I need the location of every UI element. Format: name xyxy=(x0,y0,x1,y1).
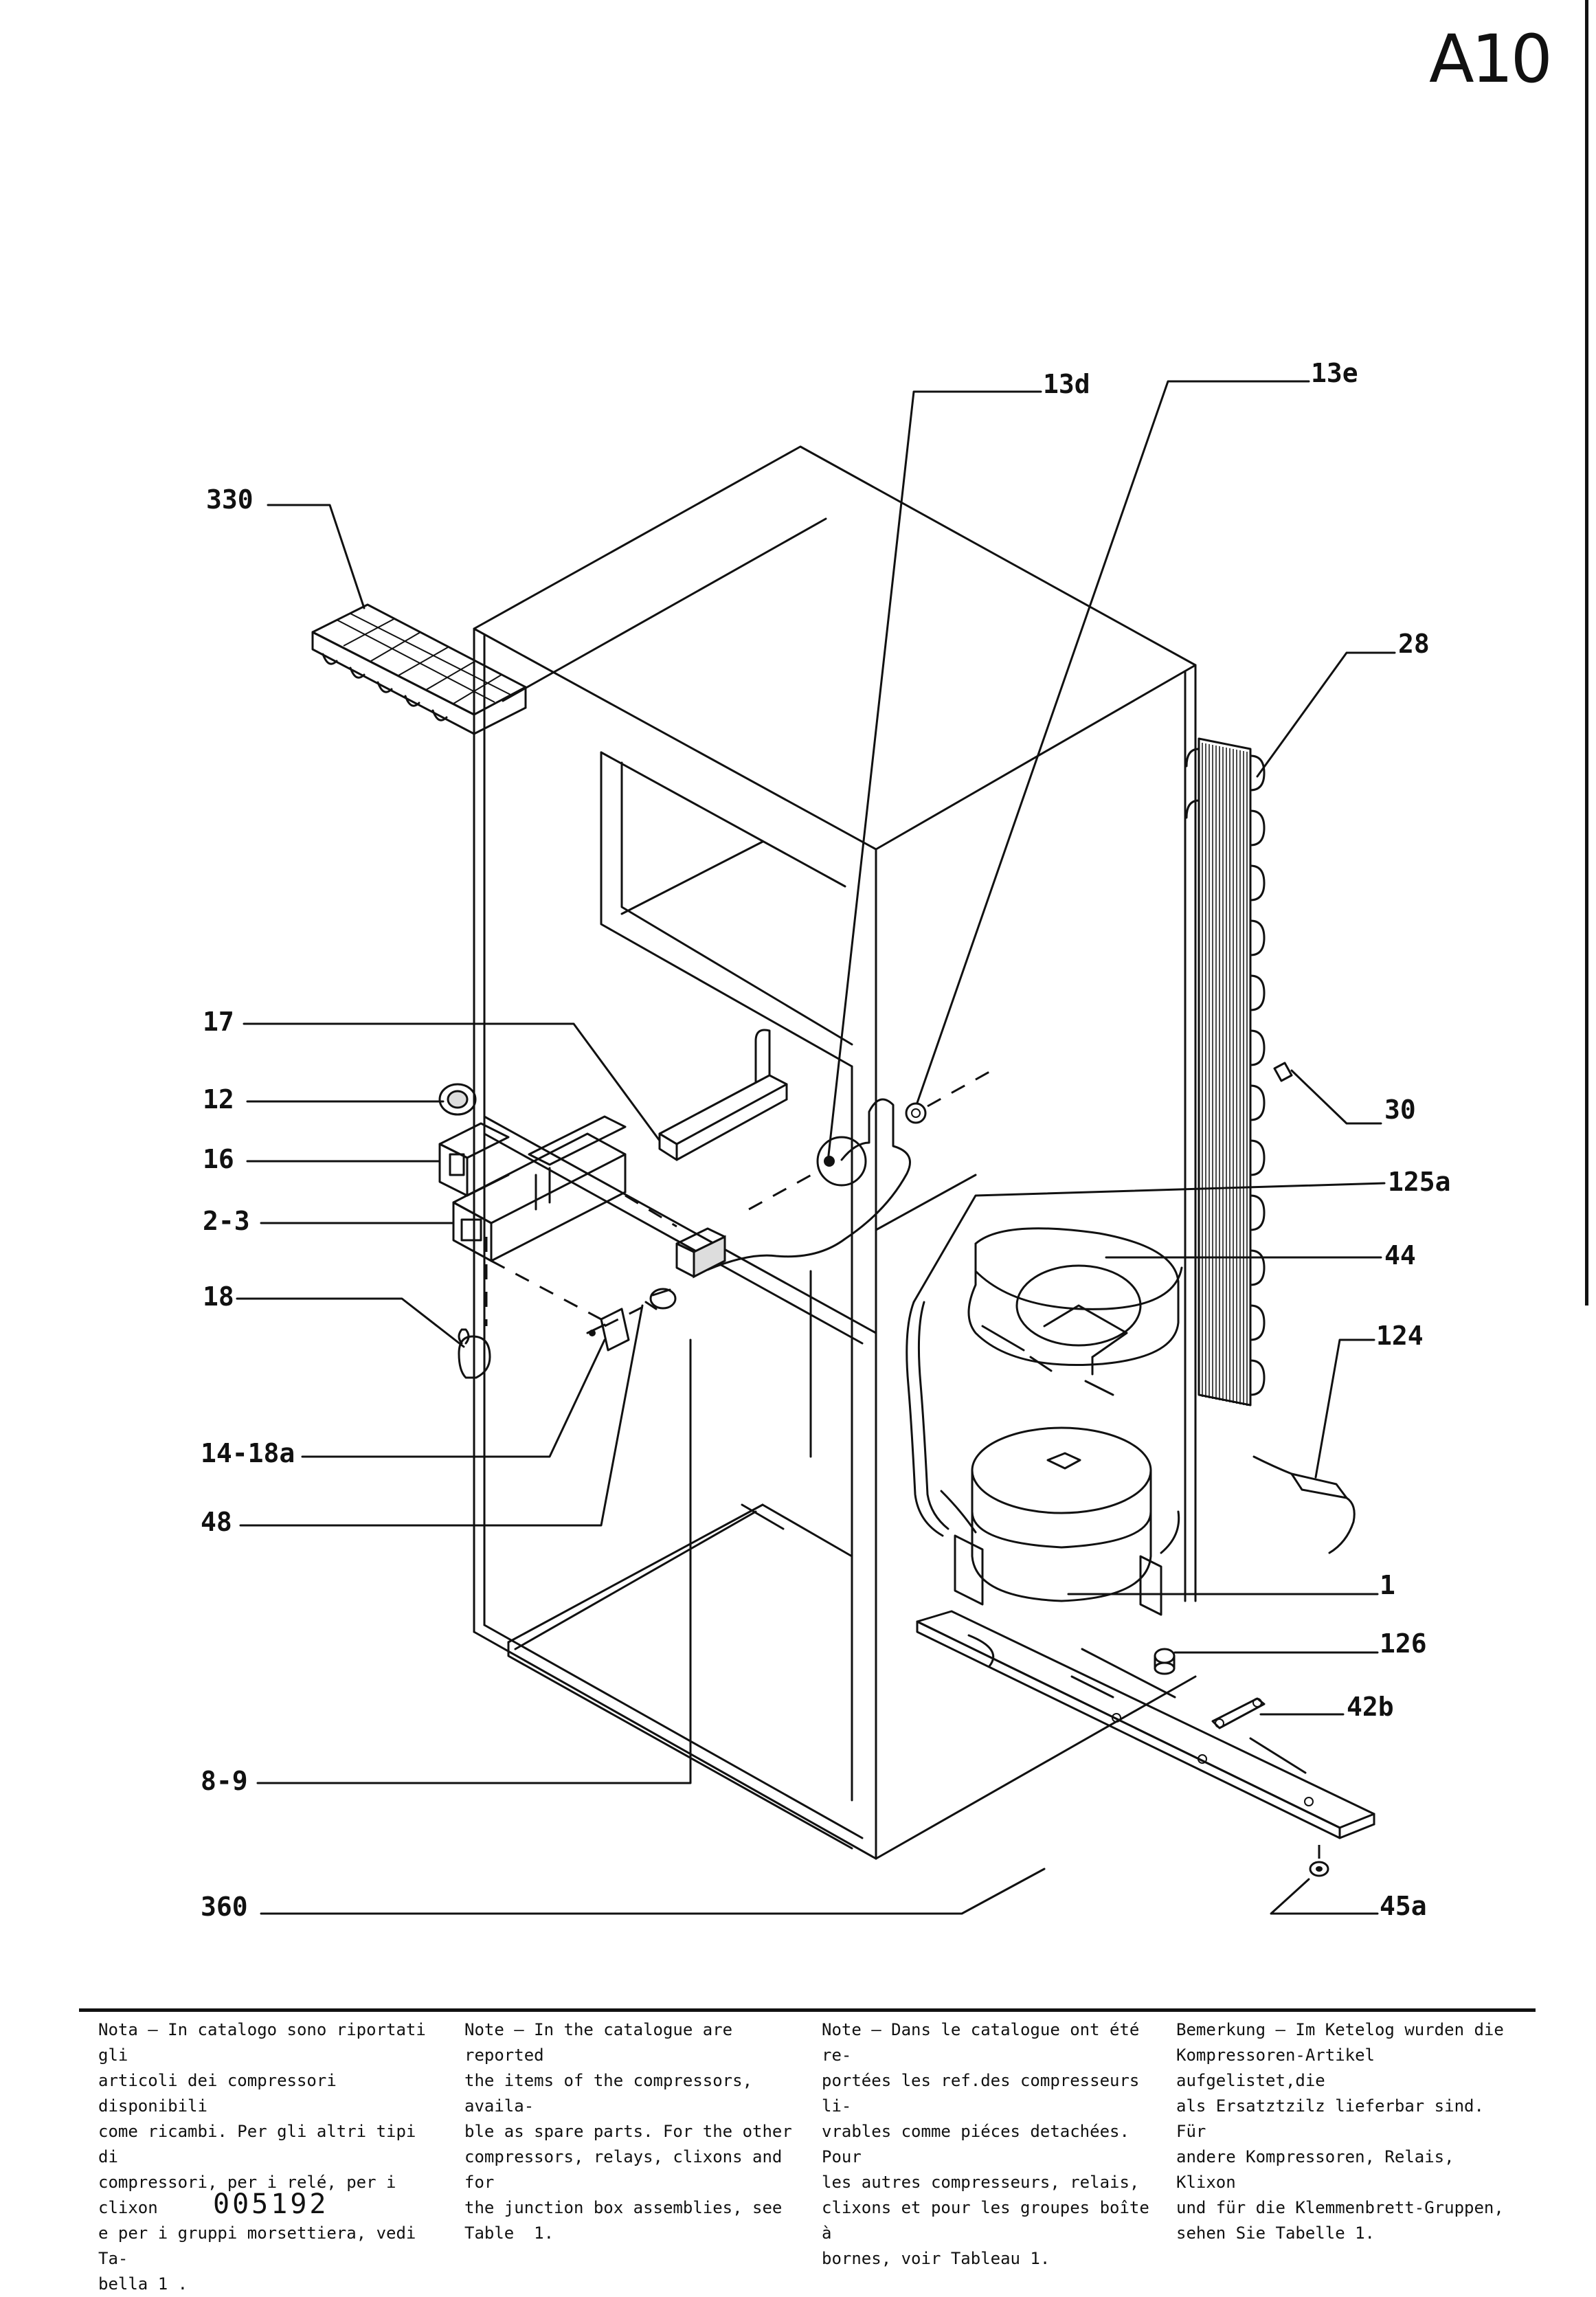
callout-45a: 45a xyxy=(1380,1891,1427,1921)
callout-14-18a: 14-18a xyxy=(201,1438,295,1468)
page-code: A10 xyxy=(1429,21,1553,98)
callout-28: 28 xyxy=(1398,629,1430,659)
thermostat-bracket xyxy=(658,1029,788,1161)
lamp xyxy=(458,1328,491,1379)
callout-126: 126 xyxy=(1380,1628,1427,1659)
drain-tray xyxy=(967,1227,1183,1396)
note-german: Bemerkung – Im Ketelog wurden die Kompre… xyxy=(1176,2020,1504,2243)
callout-12: 12 xyxy=(203,1084,234,1114)
note-english: Note – In the catalogue are reported the… xyxy=(464,2020,792,2243)
callout-124: 124 xyxy=(1376,1321,1424,1351)
callout-13d: 13d xyxy=(1043,369,1090,399)
callout-16: 16 xyxy=(203,1144,234,1174)
callout-360: 360 xyxy=(201,1892,248,1922)
connector-block xyxy=(675,1098,911,1279)
right-margin-rule xyxy=(1585,0,1588,1306)
cabinet xyxy=(473,445,1197,1860)
clip xyxy=(1273,1062,1293,1082)
thermostat-disc xyxy=(816,1136,867,1187)
condenser xyxy=(1185,737,1266,1407)
lamp-switch xyxy=(586,1308,630,1352)
callout-330: 330 xyxy=(206,484,254,515)
note-french: Note – Dans le catalogue ont été re- por… xyxy=(822,2020,1149,2268)
compressor xyxy=(906,1301,1180,1616)
compressor-base-plate xyxy=(916,1610,1375,1839)
exploded-view-diagram: 330 13d 13e 28 17 12 16 2-3 18 30 125a 4… xyxy=(201,358,1451,1922)
rubber-grommet xyxy=(1154,1648,1176,1675)
callout-13e: 13e xyxy=(1311,358,1358,388)
callout-2-3: 2-3 xyxy=(203,1206,250,1236)
callout-44: 44 xyxy=(1384,1240,1416,1270)
thermostat-housing xyxy=(438,1115,627,1262)
callout-42b: 42b xyxy=(1347,1692,1394,1722)
callout-1: 1 xyxy=(1380,1570,1395,1600)
callout-48: 48 xyxy=(201,1507,232,1537)
leader-lines xyxy=(236,380,1396,1915)
foot xyxy=(1309,1845,1329,1877)
ice-tray xyxy=(311,603,527,735)
earth-strap xyxy=(1211,1697,1266,1729)
grommet xyxy=(905,1102,927,1124)
callout-8-9: 8-9 xyxy=(201,1766,248,1796)
callout-30: 30 xyxy=(1384,1095,1416,1125)
callout-125a: 125a xyxy=(1388,1167,1451,1197)
note-italian: Nota – In catalogo sono riportati gli ar… xyxy=(98,2020,426,2294)
thermostat-knob xyxy=(438,1083,477,1116)
notes-divider xyxy=(79,2008,1536,2012)
callout-17: 17 xyxy=(203,1007,234,1037)
bulb-holder xyxy=(644,1288,677,1310)
document-number: 005192 xyxy=(213,2188,329,2220)
capillary-filter xyxy=(1252,1455,1356,1554)
callout-18: 18 xyxy=(203,1281,234,1312)
